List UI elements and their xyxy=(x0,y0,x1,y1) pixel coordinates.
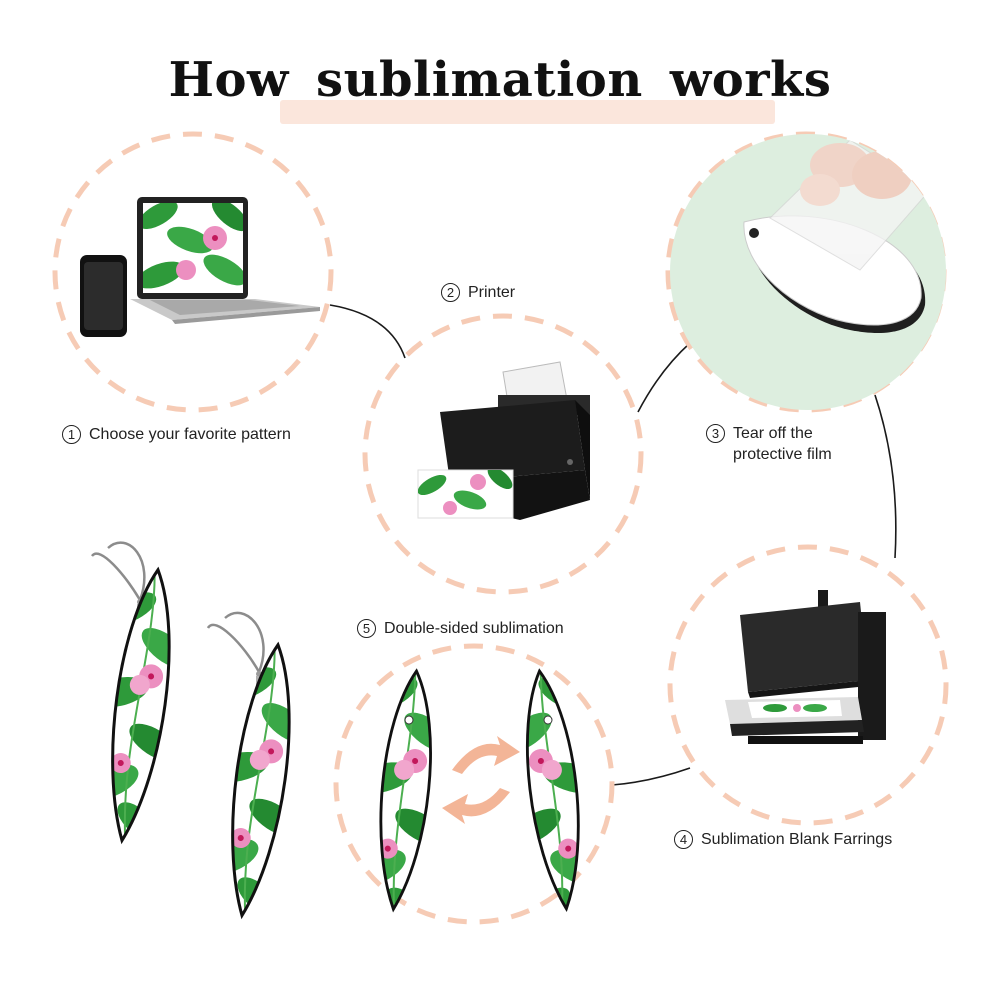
step1-circle xyxy=(52,131,334,413)
title-highlight xyxy=(280,100,775,124)
step2-circle xyxy=(362,313,644,595)
step-2-text: Printer xyxy=(468,284,516,301)
step-2-label: 2 Printer xyxy=(441,282,515,303)
step-5-number-badge: 5 xyxy=(357,619,376,638)
printer-illustration xyxy=(417,361,590,520)
step5-circle xyxy=(333,643,615,925)
step-4-number-badge: 4 xyxy=(674,830,693,849)
step-3-text-line1: Tear off the xyxy=(733,425,813,442)
step-3-label: 3 Tear off the protective film xyxy=(706,423,832,465)
step4-circle xyxy=(667,544,949,826)
step-1-text: Choose your favorite pattern xyxy=(89,426,291,443)
connector-lines xyxy=(329,304,897,786)
step-3-text-line2: protective film xyxy=(733,446,832,463)
film-illustration xyxy=(670,134,946,410)
step-4-text: Sublimation Blank Farrings xyxy=(701,831,893,848)
step-3-number-badge: 3 xyxy=(706,424,725,443)
laptop-phone-illustration xyxy=(80,197,320,337)
heat-press-illustration xyxy=(725,590,886,744)
earrings-illustration xyxy=(90,541,591,921)
step-5-label: 5 Double-sided sublimation xyxy=(357,618,564,639)
step-1-number-badge: 1 xyxy=(62,425,81,444)
step-5-text: Double-sided sublimation xyxy=(384,620,564,637)
page-title: How sublimation works xyxy=(168,52,832,108)
swap-arrows-icon xyxy=(442,736,520,824)
step-1-label: 1 Choose your favorite pattern xyxy=(62,424,291,445)
step-4-label: 4 Sublimation Blank Farrings xyxy=(674,829,892,850)
step-2-number-badge: 2 xyxy=(441,283,460,302)
